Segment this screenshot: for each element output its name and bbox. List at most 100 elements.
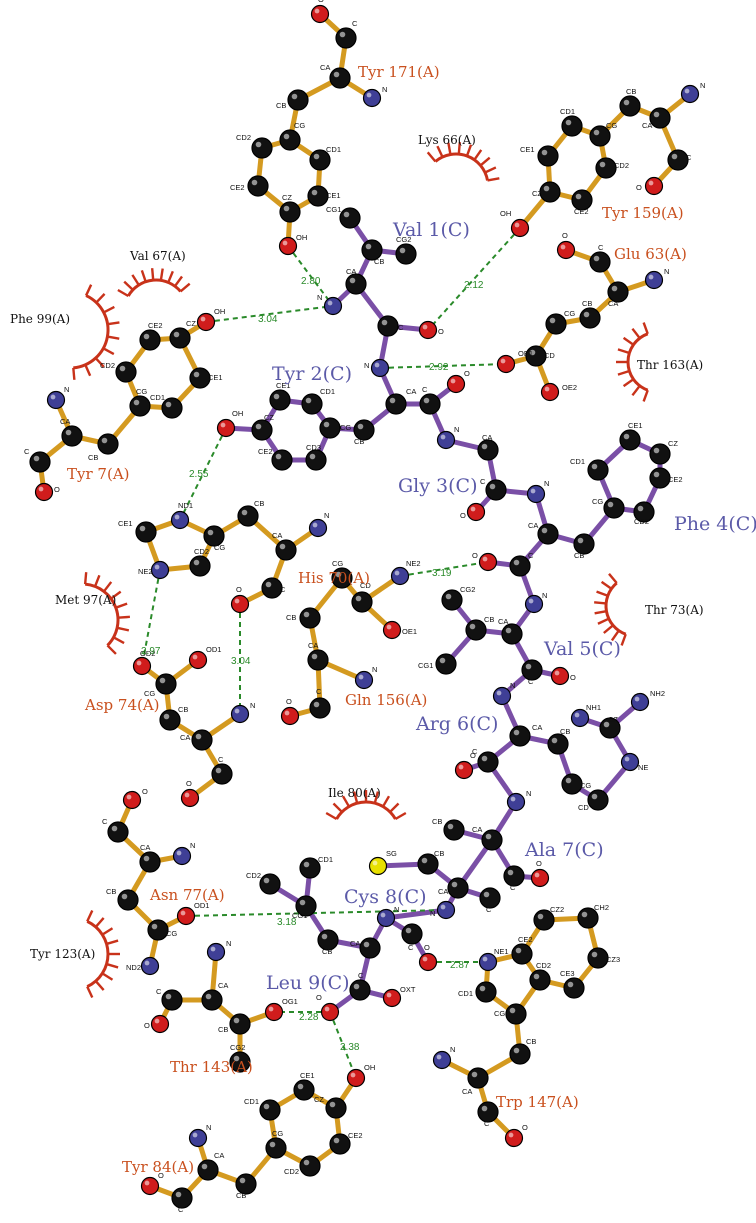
contact-residue-label: Gln 156(A) (345, 691, 427, 709)
oxygen-atom (504, 1128, 524, 1148)
nitrogen-atom (492, 686, 512, 706)
hydrogen-bond (427, 227, 521, 331)
carbon-atom (619, 95, 641, 117)
atom-name-label: NE2 (138, 567, 153, 576)
hydrophobic-residue-label: Met 97(A) (55, 593, 116, 607)
atom-name-label: CA (406, 387, 416, 396)
hydrophobic-contact-arc (426, 142, 500, 182)
atom-highlight (583, 311, 590, 318)
atom-highlight (119, 365, 126, 372)
atom-highlight (653, 471, 660, 478)
atom-highlight (653, 111, 660, 118)
atom-highlight (525, 663, 532, 670)
atom-highlight (533, 973, 540, 980)
atom-highlight (591, 951, 598, 958)
atom-name-label: C (156, 987, 162, 996)
atom-name-label: C (484, 1119, 490, 1128)
atom-name-label: CG2 (230, 1043, 245, 1052)
atom-highlight (173, 331, 180, 338)
carbon-atom (587, 947, 609, 969)
atom-name-label: CZ3 (606, 955, 620, 964)
atom-highlight (353, 983, 360, 990)
atom-name-label: OH (296, 233, 307, 242)
atom-name-label: CD1 (150, 393, 165, 402)
atom-highlight (323, 421, 330, 428)
carbon-atom (279, 129, 301, 151)
hbond-distance-label: 3.18 (277, 917, 297, 928)
carbon-atom (329, 67, 351, 89)
atom-name-label: CG (332, 559, 343, 568)
atom-highlight (481, 443, 488, 450)
ligand-residue-label: Tyr 2(C) (272, 363, 352, 385)
atom-name-label: N (430, 909, 435, 918)
oxygen-atom (418, 320, 438, 340)
nitrogen-atom (390, 566, 410, 586)
oxygen-atom (644, 176, 664, 196)
atom-name-label: O (562, 231, 568, 240)
atom-name-label: N (190, 841, 195, 850)
atom-highlight (139, 525, 146, 532)
oxygen-atom (310, 4, 330, 24)
atom-highlight (324, 1006, 330, 1012)
hbond-distance-label: 2.38 (340, 1042, 360, 1053)
atom-highlight (312, 522, 318, 528)
atom-highlight (607, 501, 614, 508)
atom-name-label: O (464, 369, 470, 378)
atom-name-label: CZ (186, 319, 196, 328)
hydrophobic-arc-spoke (394, 811, 407, 821)
atom-name-label: CD (544, 351, 555, 360)
oxygen-atom (180, 788, 200, 808)
atom-name-label: CE2 (258, 447, 273, 456)
oxygen-atom (540, 382, 560, 402)
atom-name-label: CZ (264, 413, 274, 422)
atom-highlight (192, 654, 198, 660)
atom-name-label: CG2 (460, 585, 475, 594)
atom-name-label: CA (214, 1151, 224, 1160)
atom-name-label: N (372, 665, 377, 674)
hydrophobic-arc-spoke (436, 145, 444, 158)
hbond-distance-label: 3.04 (231, 656, 251, 667)
hydrophobic-arc-spoke (103, 305, 115, 314)
hydrophobic-arc-spoke (117, 288, 129, 298)
atom-name-label: CD2 (100, 361, 115, 370)
contact-residue-label: Tyr 84(A) (122, 1158, 194, 1176)
carbon-atom (29, 451, 51, 473)
carbon-atom (509, 555, 531, 577)
atom-highlight (529, 349, 536, 356)
carbon-atom (509, 1043, 531, 1065)
atom-name-label: CG (272, 1129, 283, 1138)
atom-name-label: OE2 (562, 383, 577, 392)
nitrogen-atom (140, 956, 160, 976)
hydrophobic-arc-spoke (617, 348, 630, 355)
atom-name-label: CA (60, 417, 70, 426)
oxygen-atom (510, 218, 530, 238)
atom-highlight (201, 1163, 208, 1170)
carbon-atom (339, 207, 361, 229)
atom-highlight (500, 358, 506, 364)
atom-name-label: CB (574, 551, 584, 560)
atom-name-label: NE1 (494, 947, 509, 956)
nitrogen-atom (432, 1050, 452, 1070)
atom-highlight (241, 509, 248, 516)
atom-highlight (303, 611, 310, 618)
atom-highlight (422, 956, 428, 962)
atom-name-label: CE1 (628, 421, 643, 430)
hydrophobic-arc-spoke (373, 791, 380, 804)
atom-highlight (648, 180, 654, 186)
atom-highlight (233, 1017, 240, 1024)
atom-highlight (275, 453, 282, 460)
atom-highlight (534, 872, 540, 878)
atom-name-label: OH (232, 409, 243, 418)
atom-name-label: N (64, 385, 69, 394)
hydrophobic-arc-curve (604, 581, 627, 636)
hydrophobic-arc-curve (126, 278, 182, 297)
nitrogen-atom (524, 594, 544, 614)
hbond-distance-label: 2.55 (189, 469, 209, 480)
carbon-atom (305, 449, 327, 471)
atom-name-label: CA (350, 939, 360, 948)
oxygen-atom (34, 482, 54, 502)
hydrophobic-arc-spoke (620, 633, 627, 646)
atom-highlight (192, 1132, 198, 1138)
atom-highlight (365, 243, 372, 250)
hydrogen-bond (379, 363, 507, 369)
